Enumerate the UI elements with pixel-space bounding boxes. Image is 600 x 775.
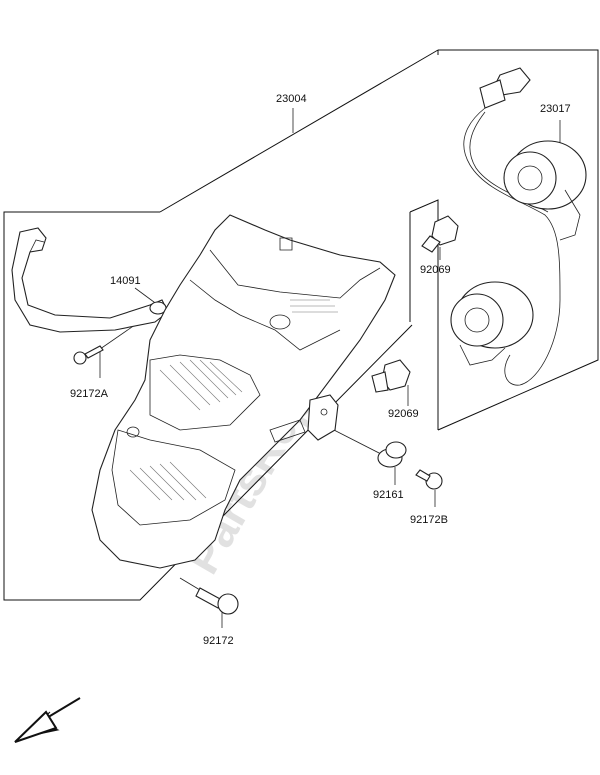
bulb-lower-part [371,359,411,393]
screw-b-part [415,469,443,490]
front-direction-arrow-icon [14,697,81,743]
grommet-part [377,441,407,468]
label-92069-lower: 92069 [388,408,419,420]
screw-a-part [73,345,104,365]
label-23017: 23017 [540,103,571,115]
label-92172b: 92172B [410,514,448,526]
headlight-housing [91,214,396,569]
label-14091: 14091 [110,275,141,287]
label-92161: 92161 [373,489,404,501]
label-92172a: 92172A [70,388,109,400]
socket-subframe-left [409,199,439,430]
assembly-frame-top [159,49,439,213]
bulb-upper-part [421,215,459,253]
label-23004: 23004 [276,93,307,105]
assembly-frame [3,211,413,601]
socket-subframe [437,49,599,431]
screw-bottom-part [195,587,239,615]
socket-assembly [450,67,587,386]
label-92172: 92172 [203,635,234,647]
bracket-part [11,227,169,333]
label-92069-upper: 92069 [420,264,451,276]
